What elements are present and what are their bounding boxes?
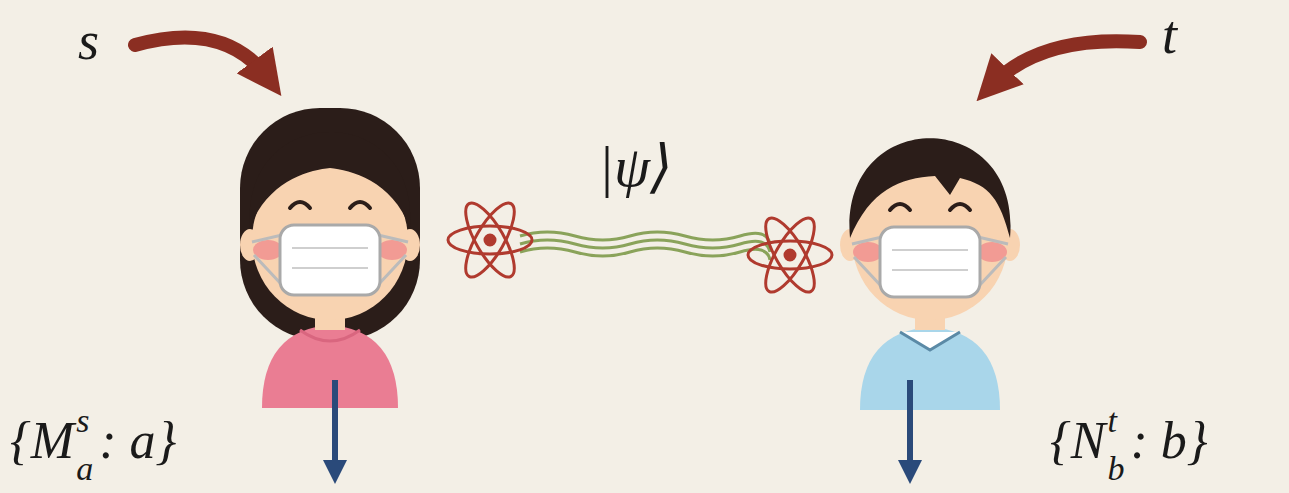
alice-figure (240, 108, 420, 408)
input-arrow (992, 41, 1140, 85)
measurement-label: : a} (99, 415, 176, 467)
atom-symbol (748, 212, 832, 299)
measurement-label: : b} (1130, 415, 1207, 467)
superscript: t (1107, 404, 1116, 438)
subscript: a (76, 452, 93, 486)
input-label: t (1162, 8, 1177, 62)
subscript: b (1107, 452, 1124, 486)
output-arrow (907, 380, 913, 472)
bob-figure (840, 138, 1020, 410)
output-arrow (332, 380, 338, 472)
input-arrow (135, 37, 268, 78)
measurement-label: {N (1050, 415, 1105, 467)
superscript: s (76, 404, 89, 438)
entanglement-lines (520, 232, 770, 260)
measurement-label: {M (10, 415, 74, 467)
state-label: |ψ⟩ (598, 138, 673, 196)
input-label: s (78, 14, 99, 68)
atom-symbol (448, 197, 532, 284)
